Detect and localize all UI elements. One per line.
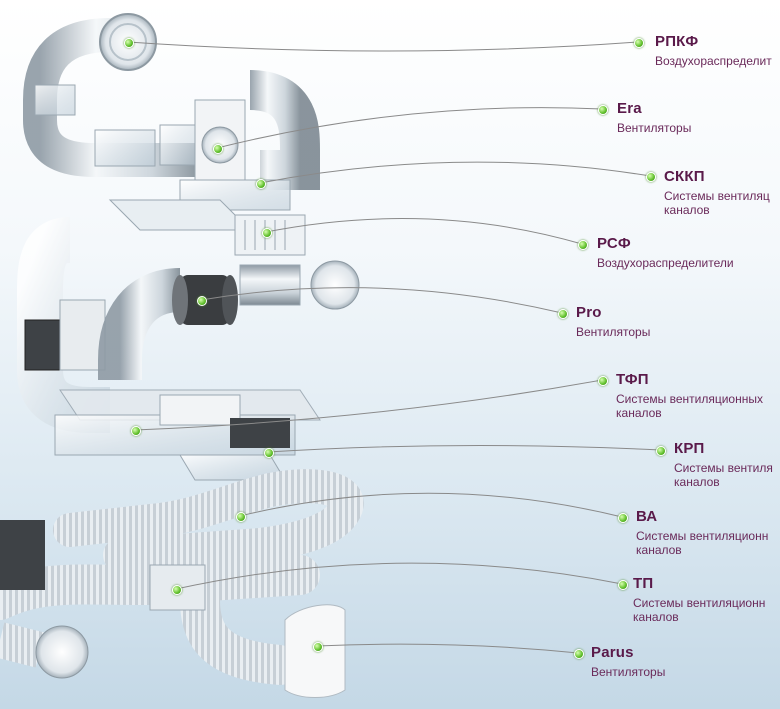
component-dot-rsf[interactable]	[262, 228, 272, 238]
label-dot-va	[618, 513, 628, 523]
callout-parus[interactable]: Parus Вентиляторы	[591, 644, 665, 679]
label-dot-era	[598, 105, 608, 115]
leader-line-va	[239, 492, 623, 518]
label-dot-pro	[558, 309, 568, 319]
callout-subtitle: Системы вентиляционн каналов	[636, 529, 769, 557]
callout-subtitle: Вентиляторы	[576, 325, 651, 339]
upper-duct-group	[22, 13, 320, 190]
callout-va[interactable]: ВА Системы вентиляционн каналов	[636, 508, 780, 557]
callout-title: РПКФ	[655, 33, 699, 50]
component-dot-va[interactable]	[236, 512, 246, 522]
callout-title: ВА	[636, 508, 658, 525]
leader-line-skkp	[259, 161, 651, 184]
callout-subtitle: Воздухораспределители	[597, 256, 734, 270]
leader-line-pro	[200, 287, 563, 314]
callout-tfp[interactable]: ТФП Системы вентиляционных каналов	[616, 371, 776, 420]
leader-lines	[127, 41, 661, 654]
callout-title: СККП	[664, 168, 705, 185]
component-dot-tp[interactable]	[172, 585, 182, 595]
label-dot-tp	[618, 580, 628, 590]
callout-rpkf[interactable]: РПКФ Воздухораспределит	[655, 33, 772, 68]
component-dot-skkp[interactable]	[256, 179, 266, 189]
callout-subtitle: Системы вентиляционных каналов	[616, 392, 763, 420]
callout-subtitle: Воздухораспределит	[655, 54, 772, 68]
callout-pro[interactable]: Pro Вентиляторы	[576, 304, 650, 339]
inline-fan	[98, 260, 360, 380]
callout-title: Era	[617, 100, 642, 117]
callout-subtitle: Вентиляторы	[617, 121, 692, 135]
callout-subtitle: Системы вентиляционн каналов	[633, 596, 766, 624]
leader-line-krp	[267, 444, 661, 453]
label-dot-krp	[656, 446, 666, 456]
component-dot-era[interactable]	[213, 144, 223, 154]
callout-rsf[interactable]: РСФ Воздухораспределители	[597, 235, 734, 270]
leader-line-rsf	[265, 218, 583, 245]
callout-tp[interactable]: ТП Системы вентиляционн каналов	[633, 575, 780, 624]
lower-rect-group	[54, 389, 321, 481]
callout-subtitle: Системы вентиля каналов	[674, 461, 773, 489]
component-dot-krp[interactable]	[264, 448, 274, 458]
label-dot-tfp	[598, 376, 608, 386]
component-dot-tfp[interactable]	[131, 426, 141, 436]
flexible-duct-group	[0, 469, 364, 698]
callout-title: ТФП	[616, 371, 649, 388]
callout-title: ТП	[633, 575, 654, 592]
label-dot-skkp	[646, 172, 656, 182]
component-dot-parus[interactable]	[313, 642, 323, 652]
leader-line-rpkf	[127, 41, 639, 52]
callout-krp[interactable]: КРП Системы вентиля каналов	[674, 440, 780, 489]
callout-subtitle: Системы вентиляц каналов	[664, 189, 770, 217]
label-dot-rpkf	[634, 38, 644, 48]
component-dot-rpkf[interactable]	[124, 38, 134, 48]
callout-title: Pro	[576, 304, 602, 321]
callout-subtitle: Вентиляторы	[591, 665, 666, 679]
callout-title: РСФ	[597, 235, 631, 252]
callout-title: КРП	[674, 440, 705, 457]
label-dot-rsf	[578, 240, 588, 250]
leader-line-parus	[316, 643, 579, 654]
label-dot-parus	[574, 649, 584, 659]
callout-era[interactable]: Era Вентиляторы	[617, 100, 691, 135]
callout-skkp[interactable]: СККП Системы вентиляц каналов	[664, 168, 780, 217]
leader-line-tfp	[134, 379, 603, 431]
leader-line-tp	[175, 562, 623, 590]
callout-title: Parus	[591, 644, 634, 661]
leader-line-era	[216, 107, 603, 149]
component-dot-pro[interactable]	[197, 296, 207, 306]
